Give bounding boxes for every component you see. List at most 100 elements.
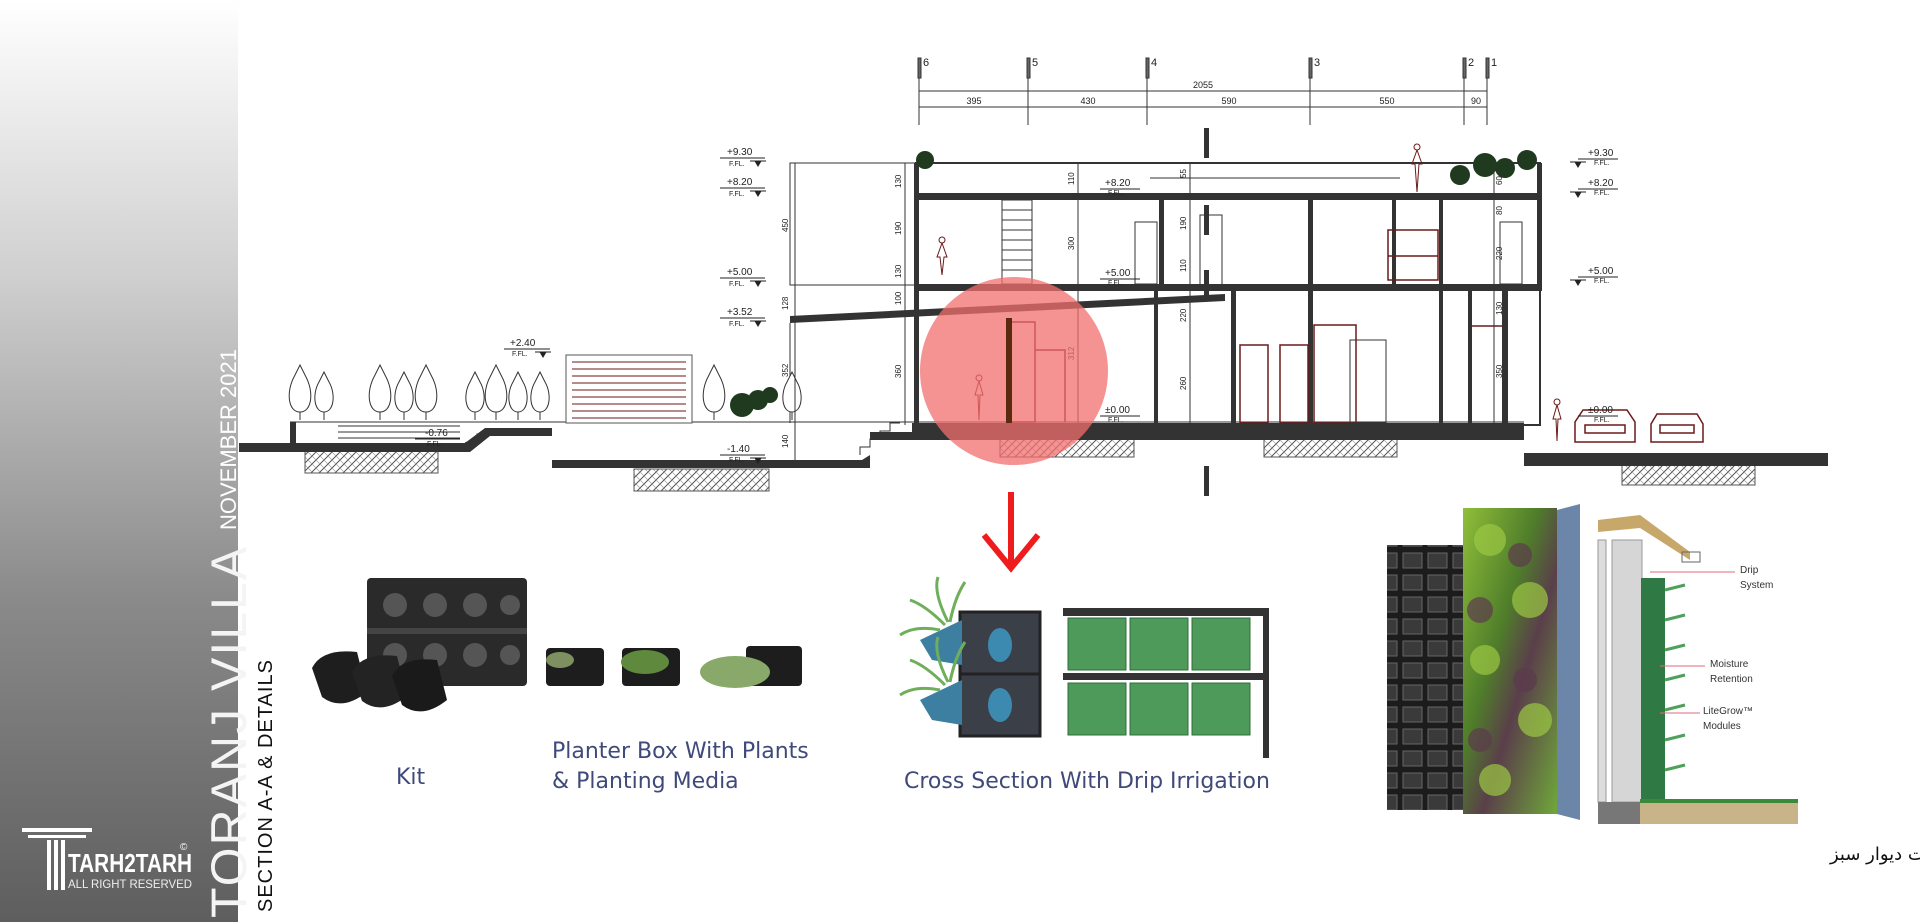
tarh2tarh-logo: TARH2TARH ALL RIGHT RESERVED © (22, 828, 192, 891)
dim-bay: 430 (1080, 96, 1095, 106)
svg-text:352: 352 (781, 363, 790, 377)
sidebar-gradient-panel (0, 0, 238, 922)
level-marker: +5.00F.FL. (1100, 268, 1140, 287)
svg-text:F.FL.: F.FL. (1594, 417, 1610, 424)
svg-text:+5.00: +5.00 (727, 267, 753, 278)
axis-3: 3 (1308, 57, 1320, 125)
axis-5: 5 (1026, 57, 1038, 125)
moisture-retention-label: Moisture (1710, 659, 1749, 670)
svg-text:220: 220 (1495, 246, 1504, 260)
level-marker: +8.20F.FL. (1570, 178, 1618, 198)
kit-label: Kit (396, 765, 426, 790)
svg-text:110: 110 (1067, 172, 1076, 185)
svg-text:190: 190 (894, 221, 903, 235)
level-marker: +8.20F.FL. (1100, 178, 1140, 197)
svg-text:+3.52: +3.52 (727, 307, 753, 318)
svg-text:+9.30: +9.30 (1588, 148, 1614, 159)
cross-section-label: Cross Section With Drip Irrigation (904, 769, 1270, 794)
sheet-title: SECTION A-A & DETAILS (255, 659, 277, 912)
cars (1574, 409, 1704, 443)
svg-text:F.FL.: F.FL. (427, 441, 443, 448)
svg-text:+5.00: +5.00 (1105, 268, 1131, 279)
svg-text:F.FL.: F.FL. (729, 457, 745, 464)
svg-text:+9.30: +9.30 (727, 147, 753, 158)
dim-bay: 90 (1471, 96, 1481, 106)
cross-section-image (899, 576, 1269, 758)
level-marker: +8.20F.FL. (720, 177, 766, 198)
green-wall-diagram: Drip System Moisture Retention LiteGrow™… (1597, 515, 1798, 824)
level-marker: +9.30F.FL. (1570, 148, 1618, 168)
svg-text:F.FL.: F.FL. (512, 351, 528, 358)
planter-label-line2: & Planting Media (552, 769, 739, 794)
svg-text:350: 350 (1495, 364, 1504, 378)
moisture-retention-label: Retention (1710, 674, 1753, 685)
svg-text:F.FL.: F.FL. (729, 161, 745, 168)
level-marker: +5.00F.FL. (1570, 266, 1618, 286)
svg-text:260: 260 (1179, 376, 1188, 390)
logo-copyright: © (180, 842, 188, 853)
level-markers-right: +9.30F.FL. +8.20F.FL. +5.00F.FL. ±0.00F.… (1570, 148, 1618, 424)
trees (288, 363, 802, 420)
project-title: TORANJ VILLA (201, 545, 257, 918)
green-wall-photo (1387, 504, 1580, 820)
kit-image (312, 578, 527, 712)
svg-text:110: 110 (1179, 259, 1188, 272)
level-marker: +3.52F.FL. (720, 307, 766, 328)
svg-text:F.FL.: F.FL. (1108, 417, 1124, 424)
level-marker: +9.30F.FL. (720, 147, 766, 168)
axis-4: 4 (1145, 57, 1157, 125)
garage-door (565, 354, 693, 424)
svg-text:+8.20: +8.20 (727, 177, 753, 188)
logo-name: TARH2TARH (68, 848, 192, 878)
svg-text:220: 220 (1179, 308, 1188, 322)
planter-label-line1: Planter Box With Plants (552, 739, 809, 764)
svg-text:+2.40: +2.40 (510, 338, 536, 349)
svg-text:130: 130 (1495, 301, 1504, 315)
svg-text:300: 300 (1067, 236, 1076, 250)
svg-text:190: 190 (1179, 216, 1188, 230)
svg-text:130: 130 (894, 174, 903, 188)
horizontal-dimensions: 2055 395 430 590 550 90 (966, 80, 1481, 106)
svg-text:±0.00: ±0.00 (1105, 405, 1130, 416)
level-marker: +5.00F.FL. (720, 267, 766, 288)
logo-tagline: ALL RIGHT RESERVED (68, 877, 192, 891)
svg-text:+5.00: +5.00 (1588, 266, 1614, 277)
green-wall-caption: جزییات دیوار سبز (1829, 844, 1920, 865)
svg-text:1: 1 (1491, 57, 1497, 69)
svg-text:F.FL.: F.FL. (1594, 160, 1610, 167)
svg-text:130: 130 (894, 264, 903, 278)
level-markers-left: +9.30F.FL. +8.20F.FL. +5.00F.FL. +3.52F.… (415, 147, 766, 464)
axis-1: 1 (1485, 57, 1497, 125)
down-arrow-icon (981, 492, 1041, 573)
svg-text:128: 128 (781, 296, 790, 310)
svg-text:+8.20: +8.20 (1105, 178, 1131, 189)
svg-text:F.FL.: F.FL. (1108, 190, 1124, 197)
ground-slab (239, 428, 1828, 468)
vertical-dimensions: 450 128 352 140 130 190 130 100 360 110 … (781, 163, 1504, 460)
svg-text:450: 450 (781, 218, 790, 232)
svg-text:60: 60 (1495, 176, 1504, 185)
dim-bay: 550 (1379, 96, 1394, 106)
svg-text:±0.00: ±0.00 (1588, 405, 1613, 416)
axis-2: 2 (1462, 57, 1474, 125)
modules-label: Modules (1703, 721, 1741, 732)
level-markers-inner: +8.20F.FL. +5.00F.FL. ±0.00F.FL. (1100, 178, 1140, 424)
svg-text:F.FL.: F.FL. (729, 191, 745, 198)
svg-text:55: 55 (1179, 169, 1188, 178)
svg-text:360: 360 (894, 364, 903, 378)
dim-overall: 2055 (1193, 80, 1213, 90)
shrubs (730, 150, 1537, 417)
svg-text:2: 2 (1468, 57, 1474, 69)
svg-text:5: 5 (1032, 57, 1038, 69)
grid-axes: 6 5 4 3 2 1 (917, 57, 1497, 125)
svg-text:+8.20: +8.20 (1588, 178, 1614, 189)
svg-text:80: 80 (1495, 206, 1504, 215)
svg-text:F.FL.: F.FL. (1594, 278, 1610, 285)
svg-text:100: 100 (894, 291, 903, 305)
date-label: NOVEMBER 2021 (216, 349, 241, 530)
svg-text:6: 6 (923, 57, 929, 69)
modules-label: LiteGrow™ (1703, 706, 1753, 717)
svg-text:-1.40: -1.40 (727, 444, 750, 455)
level-marker: ±0.00F.FL. (1578, 405, 1618, 424)
